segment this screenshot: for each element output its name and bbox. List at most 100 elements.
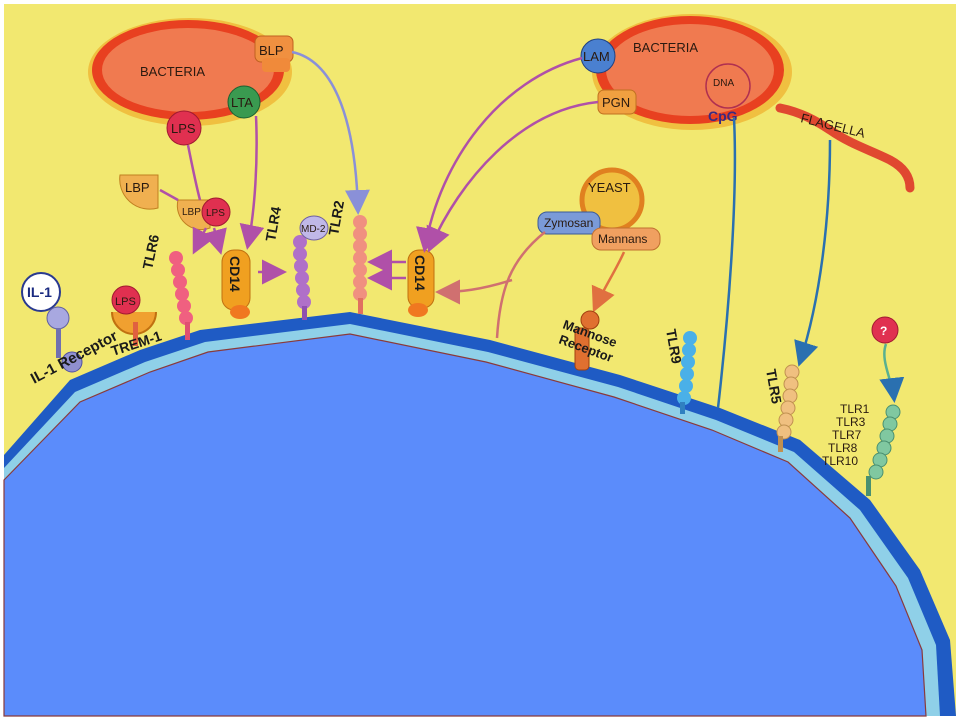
pgn-ligand: PGN (597, 89, 637, 115)
lps-ligand: LPS (166, 110, 202, 146)
lps-complex-shape (201, 197, 231, 227)
tlr2-bead (353, 239, 367, 253)
arrow-lam-cd14 (416, 56, 583, 253)
il1-label: IL-1 (27, 284, 52, 300)
lbp-complex-label: LBP (182, 207, 201, 218)
lta-label: LTA (231, 95, 253, 110)
lbp-shape (119, 174, 159, 210)
cd14-left-label: CD14 (227, 256, 243, 292)
tlr4-receptor: TLR4 MD-2 (262, 205, 329, 320)
arrow-flagella-tlr5 (794, 139, 832, 367)
il1-receptor-base (61, 351, 83, 373)
lps-shape (166, 110, 202, 146)
bacteria-left-body (102, 28, 274, 112)
arrow-cpg-tlr9 (716, 117, 737, 409)
tlr4-bead (293, 235, 307, 249)
lta-ligand: LTA (227, 85, 261, 119)
cd14-tlr2-arrows (367, 249, 406, 291)
arrow-zymosan-line (495, 231, 546, 339)
tlr4-label: TLR4 (262, 205, 284, 242)
mannans-label: Mannans (598, 232, 647, 246)
tlr-group-label: TLR10 (822, 454, 858, 468)
bacteria-left-label: BACTERIA (140, 64, 205, 79)
unknown-ligand-group: ? (871, 316, 905, 403)
tlr6-bead (171, 263, 185, 277)
tlr2-bead (353, 287, 367, 301)
tlr9-bead (681, 355, 695, 369)
tlr6-bead (173, 275, 187, 289)
left-arrows (159, 50, 370, 285)
arrow-blp-tlr2 (291, 50, 370, 215)
tlr5-stem (778, 436, 783, 452)
tlr2-bead (353, 275, 367, 289)
tlr2-bead (353, 263, 367, 277)
bacteria-right: BACTERIA DNA CpG (592, 14, 792, 130)
md2-label: MD-2 (301, 224, 326, 235)
tlr6-bead (179, 311, 193, 325)
arrow-unknown-tlrs (879, 343, 905, 403)
cd14-right-anchor (408, 303, 428, 317)
tlr2-receptor: TLR2 (325, 199, 367, 314)
tlr4-bead (296, 283, 310, 297)
tlr5-label: TLR5 (763, 368, 785, 405)
cd14-left-anchor (230, 305, 250, 319)
bacteria-right-label: BACTERIA (633, 40, 698, 55)
blp-ligand: BLP (254, 35, 294, 72)
md2-shape (299, 215, 329, 241)
tlr9-bead (677, 391, 691, 405)
tlr9-bead (682, 343, 696, 357)
yeast-label: YEAST (588, 180, 631, 195)
lps-trem-shape (111, 285, 141, 315)
tlr2-label: TLR2 (325, 199, 347, 236)
tlr5-receptor: TLR5 (763, 364, 800, 452)
tlr9-label: TLR9 (663, 328, 685, 365)
arrow-zymosan-cd14 (435, 278, 513, 305)
tlr9-bead (683, 331, 697, 345)
tlr4-stem (302, 306, 307, 320)
bacteria-right-body (606, 24, 774, 116)
arrow-lta-cd14 (239, 115, 265, 250)
lps-label: LPS (171, 121, 196, 136)
blp-label: BLP (259, 43, 284, 58)
tlr4-bead (297, 295, 311, 309)
tlr2-bead (353, 215, 367, 229)
arrow-mannans-receptor (591, 251, 626, 313)
tlr6-stem (185, 322, 190, 340)
dna-label: DNA (713, 78, 734, 89)
tlr6-bead (175, 287, 189, 301)
tlr-group-label: TLR8 (828, 441, 858, 455)
tlr-group-label: TLR1 (840, 402, 870, 416)
tlr-group-stem (866, 476, 871, 496)
lbp-lps-complex: LBP LPS (176, 197, 231, 231)
pgn-label: PGN (602, 95, 630, 110)
tlr6-label: TLR6 (139, 233, 162, 271)
zymosan-shape (537, 211, 601, 235)
tlr5-bead (776, 424, 792, 440)
tlr2-stem (358, 298, 363, 314)
tlr4-bead (294, 259, 308, 273)
cell (3, 312, 956, 717)
tlr-group-bead (868, 464, 884, 480)
flagella-tail (775, 103, 915, 193)
trem1-stem (133, 322, 138, 346)
tlr6-receptor: TLR6 (139, 233, 193, 340)
arrow-lps-lbp (186, 144, 202, 201)
tlr2-bead (353, 251, 367, 265)
lps-complex-label: LPS (206, 208, 225, 219)
tlr-group-receptor: TLR1 TLR3 TLR7 TLR8 TLR10 (822, 402, 901, 496)
tlr9-receptor: TLR9 (663, 328, 697, 414)
tlr2-bead (353, 227, 367, 241)
il1-receptor-stem (56, 328, 61, 358)
cd14-right-label: CD14 (412, 255, 428, 291)
zymosan-label: Zymosan (544, 216, 593, 230)
tlr-group-label: TLR3 (836, 415, 866, 429)
arrow-lbp-bind (159, 188, 179, 202)
dna-circle (705, 63, 751, 109)
cd14-left: CD14 (221, 249, 251, 319)
mannose-receptor-head (580, 310, 600, 330)
tlr4-bead (295, 271, 309, 285)
mannans-shape (591, 227, 661, 251)
tlr-group-label: TLR7 (832, 428, 862, 442)
yeast-arrows (435, 231, 626, 339)
